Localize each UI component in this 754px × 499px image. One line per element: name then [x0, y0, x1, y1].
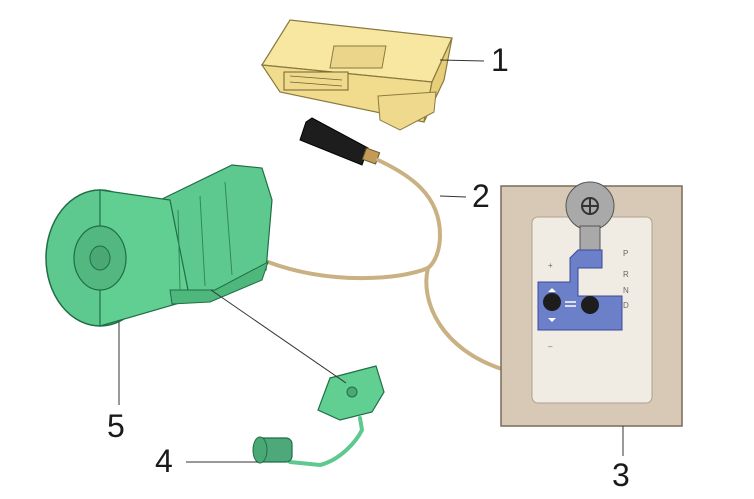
wiring-harness — [266, 158, 507, 372]
callout-5: 5 — [107, 408, 125, 444]
gate-panel — [537, 249, 623, 331]
sensor-cable — [252, 416, 365, 468]
callout-2: 2 — [472, 178, 490, 214]
connector-pins — [283, 71, 349, 91]
gear-selector-lever-icon — [565, 181, 615, 263]
callout-3: 3 — [612, 457, 630, 493]
gear-selector — [500, 181, 683, 427]
control-unit — [260, 19, 453, 131]
callout-4: 4 — [155, 443, 173, 479]
gate-label-n: N — [623, 286, 629, 295]
gate-label-p: P — [623, 249, 629, 258]
gate-label-plus: + — [548, 261, 553, 270]
gate-label-d: D — [623, 301, 629, 310]
callout-1: 1 — [491, 42, 509, 78]
position-sensor-icon — [317, 365, 385, 421]
gate-label-minus: – — [548, 342, 553, 351]
automatic-transmission-icon — [45, 164, 273, 327]
connector-plug-icon — [299, 117, 381, 166]
leader-lines — [118, 59, 624, 463]
gate-label-r: R — [623, 270, 629, 279]
